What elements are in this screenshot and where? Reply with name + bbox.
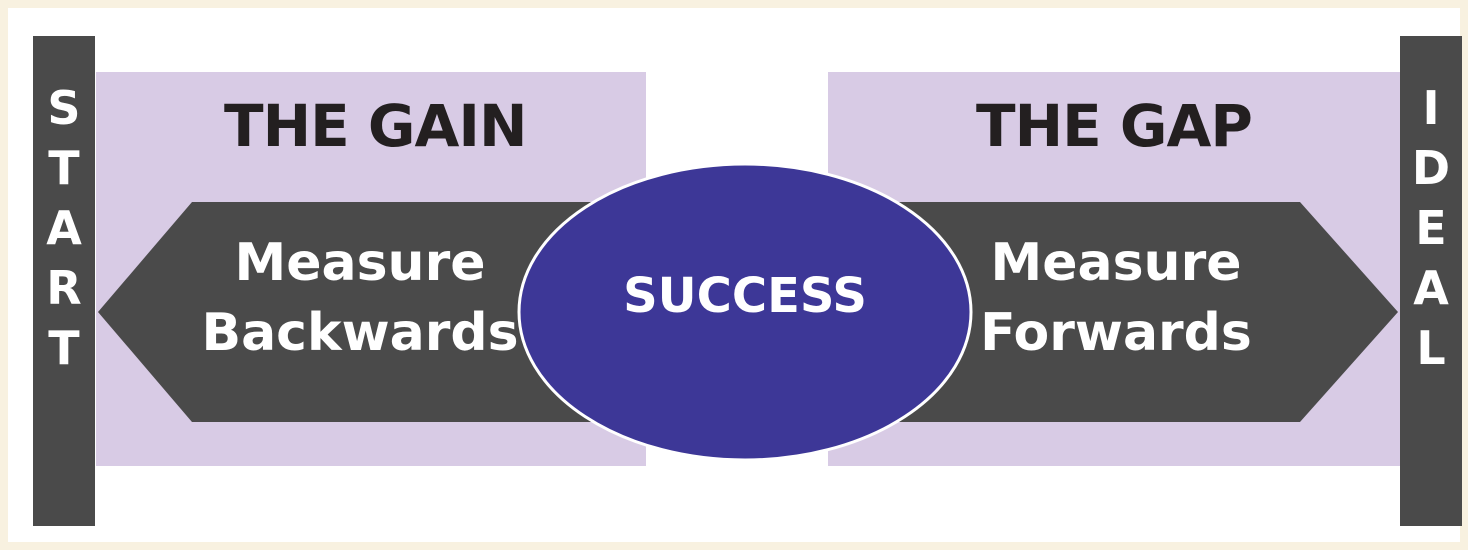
ideal-letter: E — [1415, 201, 1447, 255]
start-letter: A — [46, 201, 82, 255]
forwards-arrow — [890, 202, 1398, 422]
measure-forwards-line1: Measure — [990, 233, 1242, 293]
measure-forwards-line2: Forwards — [980, 303, 1252, 363]
ideal-letter: I — [1422, 81, 1440, 135]
ideal-letter: D — [1411, 141, 1451, 195]
start-letter: T — [48, 321, 80, 375]
measure-backwards-line1: Measure — [234, 233, 486, 293]
start-letter: R — [46, 261, 82, 315]
ideal-letter: A — [1413, 261, 1449, 315]
measure-backwards-label: Measure Backwards — [200, 228, 520, 368]
start-letter: T — [48, 141, 80, 195]
success-ellipse — [517, 162, 973, 462]
start-bar: S T A R T — [33, 36, 95, 526]
success-label: SUCCESS — [623, 268, 867, 324]
gain-heading: THE GAIN — [224, 92, 528, 160]
measure-forwards-label: Measure Forwards — [966, 228, 1266, 368]
start-letter: S — [47, 81, 81, 135]
ideal-bar: I D E A L — [1400, 36, 1462, 526]
ideal-letter: L — [1416, 321, 1446, 375]
gap-heading: THE GAP — [976, 92, 1253, 160]
backwards-arrow — [98, 202, 600, 422]
measure-backwards-line2: Backwards — [201, 303, 519, 363]
